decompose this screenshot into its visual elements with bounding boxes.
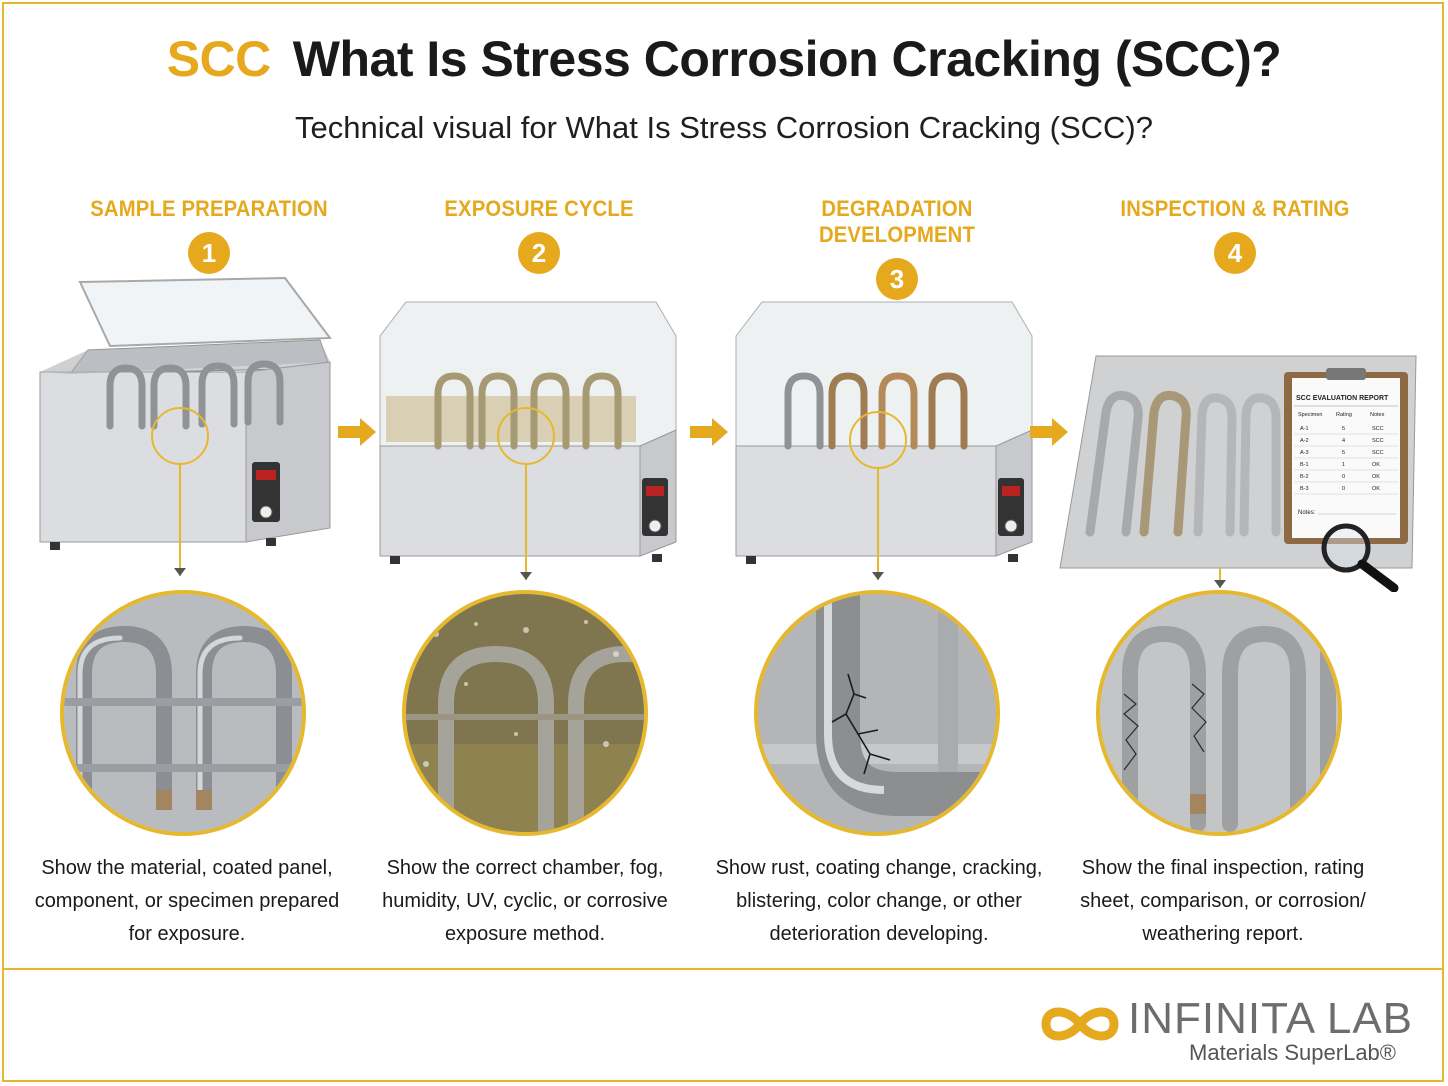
step-1-caption: Show the material, coated panel, compone… (34, 857, 340, 945)
zoom-detail-specimen-rack (60, 590, 306, 836)
inspection-board-illustration: SCC EVALUATION REPORT Specimen Rating No… (1059, 355, 1417, 592)
step-4-header: INSPECTION & RATING 4 (1070, 196, 1400, 274)
step-title: SAMPLE PREPARATION (90, 196, 328, 221)
report-cell: B-3 (1300, 486, 1309, 492)
report-table: SCC EVALUATION REPORT Specimen Rating No… (1294, 395, 1398, 516)
brand-name: INFINITA LAB (1128, 994, 1414, 1043)
report-header-specimen: Specimen (1298, 412, 1322, 418)
report-notes-label: Notes: (1298, 510, 1316, 516)
footer-divider (2, 968, 1444, 970)
report-header-rating: Rating (1336, 412, 1352, 418)
arrow-right-icon (338, 418, 376, 446)
step-title: EXPOSURE CYCLE (444, 196, 634, 221)
step-number-badge: 1 (188, 232, 230, 274)
exposure-chamber-illustration (379, 301, 677, 580)
report-cell: B-1 (1300, 462, 1309, 468)
report-cell: 5 (1342, 426, 1345, 432)
step-title: INSPECTION & RATING (1120, 196, 1350, 221)
degradation-chamber-illustration (735, 301, 1033, 580)
zoom-detail-crack (754, 590, 1000, 836)
infinity-icon (1041, 1007, 1119, 1041)
open-test-chamber-illustration (39, 276, 332, 576)
arrow-right-icon (1030, 418, 1068, 446)
report-cell: A-3 (1300, 450, 1309, 456)
report-cell: SCC (1372, 450, 1384, 456)
step-4-caption: Show the final inspection, rating sheet,… (1080, 857, 1366, 945)
zoom-detail-fog-exposure (402, 590, 648, 836)
brand-tagline: Materials SuperLab® (1189, 1040, 1396, 1065)
report-cell: A-2 (1300, 438, 1309, 444)
step-2-header: EXPOSURE CYCLE 2 (374, 196, 704, 274)
step-2-caption: Show the correct chamber, fog, humidity,… (382, 857, 668, 945)
brand-logo: INFINITA LAB Materials SuperLab® (1040, 992, 1420, 1072)
report-header-notes: Notes (1370, 412, 1385, 418)
report-cell: 4 (1342, 438, 1345, 444)
report-cell: OK (1372, 474, 1380, 480)
page-title: SCC What Is Stress Corrosion Cracking (SC… (0, 30, 1448, 88)
report-cell: A-1 (1300, 426, 1309, 432)
report-cell: 5 (1342, 450, 1345, 456)
step-3-caption: Show rust, coating change, cracking, bli… (715, 857, 1043, 945)
report-cell: OK (1372, 462, 1380, 468)
title-abbreviation: SCC (166, 31, 272, 87)
step-1-header: SAMPLE PREPARATION 1 (44, 196, 374, 274)
step-title: DEGRADATION DEVELOPMENT (818, 196, 976, 247)
step-number-badge: 4 (1214, 232, 1256, 274)
report-title: SCC EVALUATION REPORT (1296, 395, 1389, 402)
step-number-badge: 2 (518, 232, 560, 274)
report-cell: OK (1372, 486, 1380, 492)
report-cell: SCC (1372, 438, 1384, 444)
step-3-header: DEGRADATION DEVELOPMENT 3 (732, 196, 1062, 300)
report-cell: 0 (1342, 474, 1345, 480)
report-cell: 0 (1342, 486, 1345, 492)
step-number-badge: 3 (876, 258, 918, 300)
page-subtitle: Technical visual for What Is Stress Corr… (295, 110, 1153, 145)
title-text: What Is Stress Corrosion Cracking (SCC)? (292, 31, 1282, 87)
report-cell: 1 (1342, 462, 1345, 468)
zoom-detail-inspected-specimens (1096, 590, 1342, 836)
arrow-right-icon (690, 418, 728, 446)
report-cell: B-2 (1300, 474, 1309, 480)
report-cell: SCC (1372, 426, 1384, 432)
